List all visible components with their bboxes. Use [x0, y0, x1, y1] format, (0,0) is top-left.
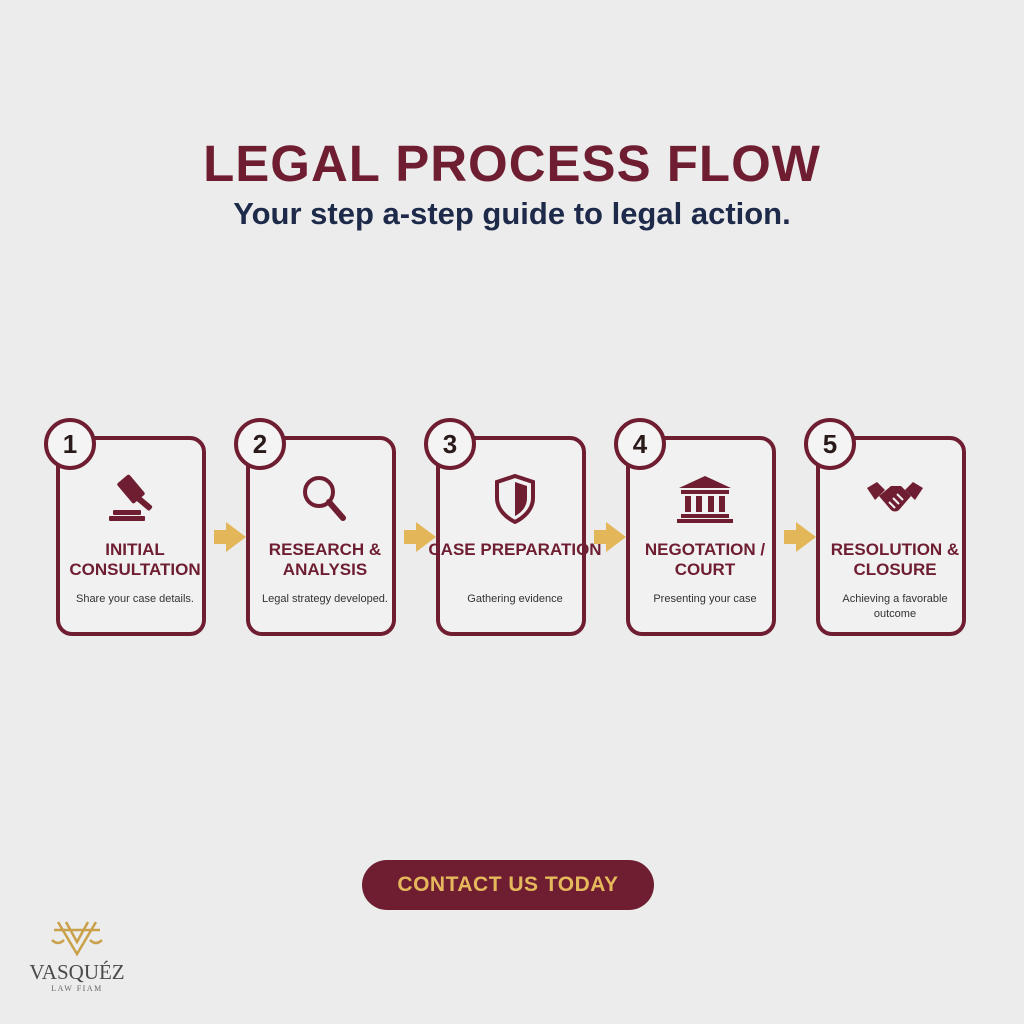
arrow-right-icon: [784, 522, 816, 552]
step-number-badge: 2: [234, 418, 286, 470]
step-number-badge: 1: [44, 418, 96, 470]
contact-us-button[interactable]: CONTACT US TODAY: [362, 860, 654, 910]
step-title: RESOLUTION & CLOSURE: [830, 540, 960, 579]
arrow-right-icon: [404, 522, 436, 552]
page-subtitle: Your step a-step guide to legal action.: [233, 196, 791, 231]
step-description: Share your case details.: [75, 593, 194, 605]
step-number-badge: 3: [424, 418, 476, 470]
step-number-badge: 5: [804, 418, 856, 470]
step-description: Achieving a favorable outcome: [842, 593, 948, 620]
handshake-icon: [867, 482, 923, 512]
step-description: Presenting your case: [653, 593, 757, 605]
step-description: Legal strategy developed.: [262, 593, 388, 605]
step-card-4: NEGOTATION / COURT Presenting your case: [626, 436, 776, 636]
page-title: LEGAL PROCESS FLOW: [203, 135, 821, 192]
magnifier-icon: [303, 476, 346, 521]
step-card-1: INITIAL CONSULTATION Share your case det…: [56, 436, 206, 636]
step-title: CASE PREPARATION: [428, 540, 602, 559]
step-title: RESEARCH & ANALYSIS: [268, 540, 382, 579]
arrow-right-icon: [594, 522, 626, 552]
step-card-3: CASE PREPARATION Gathering evidence: [428, 436, 602, 636]
courthouse-icon: [677, 476, 733, 523]
step-title: INITIAL CONSULTATION: [69, 540, 201, 579]
step-description: Gathering evidence: [467, 593, 563, 605]
process-steps: INITIAL CONSULTATION Share your case det…: [44, 418, 984, 648]
gavel-icon: [109, 474, 153, 521]
step-card-2: RESEARCH & ANALYSIS Legal strategy devel…: [246, 436, 396, 636]
step-card-5: RESOLUTION & CLOSURE Achieving a favorab…: [816, 436, 966, 636]
logo-firm-name: VASQUÉZ: [29, 960, 125, 984]
shield-icon: [495, 473, 535, 524]
step-title: NEGOTATION / COURT: [644, 540, 766, 579]
step-number-badge: 4: [614, 418, 666, 470]
scales-of-justice-icon: [51, 921, 103, 957]
arrow-right-icon: [214, 522, 246, 552]
logo-firm-subtitle: LAW FIAM: [51, 984, 103, 993]
firm-logo: VASQUÉZ LAW FIAM: [22, 918, 132, 998]
